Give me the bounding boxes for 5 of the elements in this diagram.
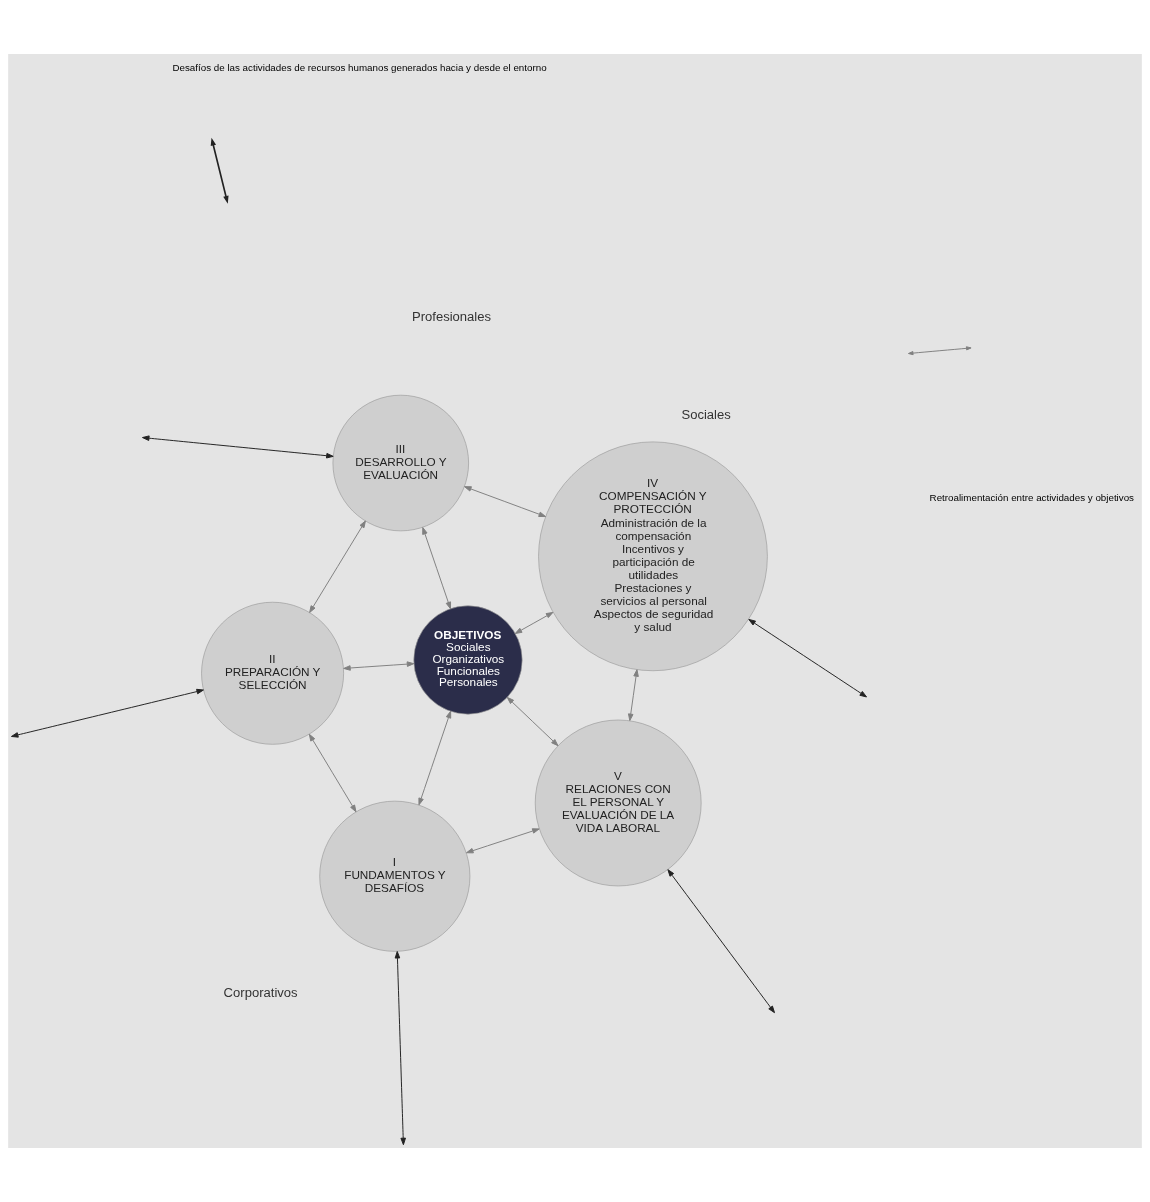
label: Corporativos <box>223 984 298 1000</box>
legend-label: Desafíos de las actividades de recursos humanos generados hacia y desde el entorno <box>172 61 547 73</box>
label: Sociales <box>681 407 731 423</box>
label: Profesionales <box>412 309 492 325</box>
legend-label: Retroalimentación entre actividades y objetivos <box>929 491 1135 503</box>
